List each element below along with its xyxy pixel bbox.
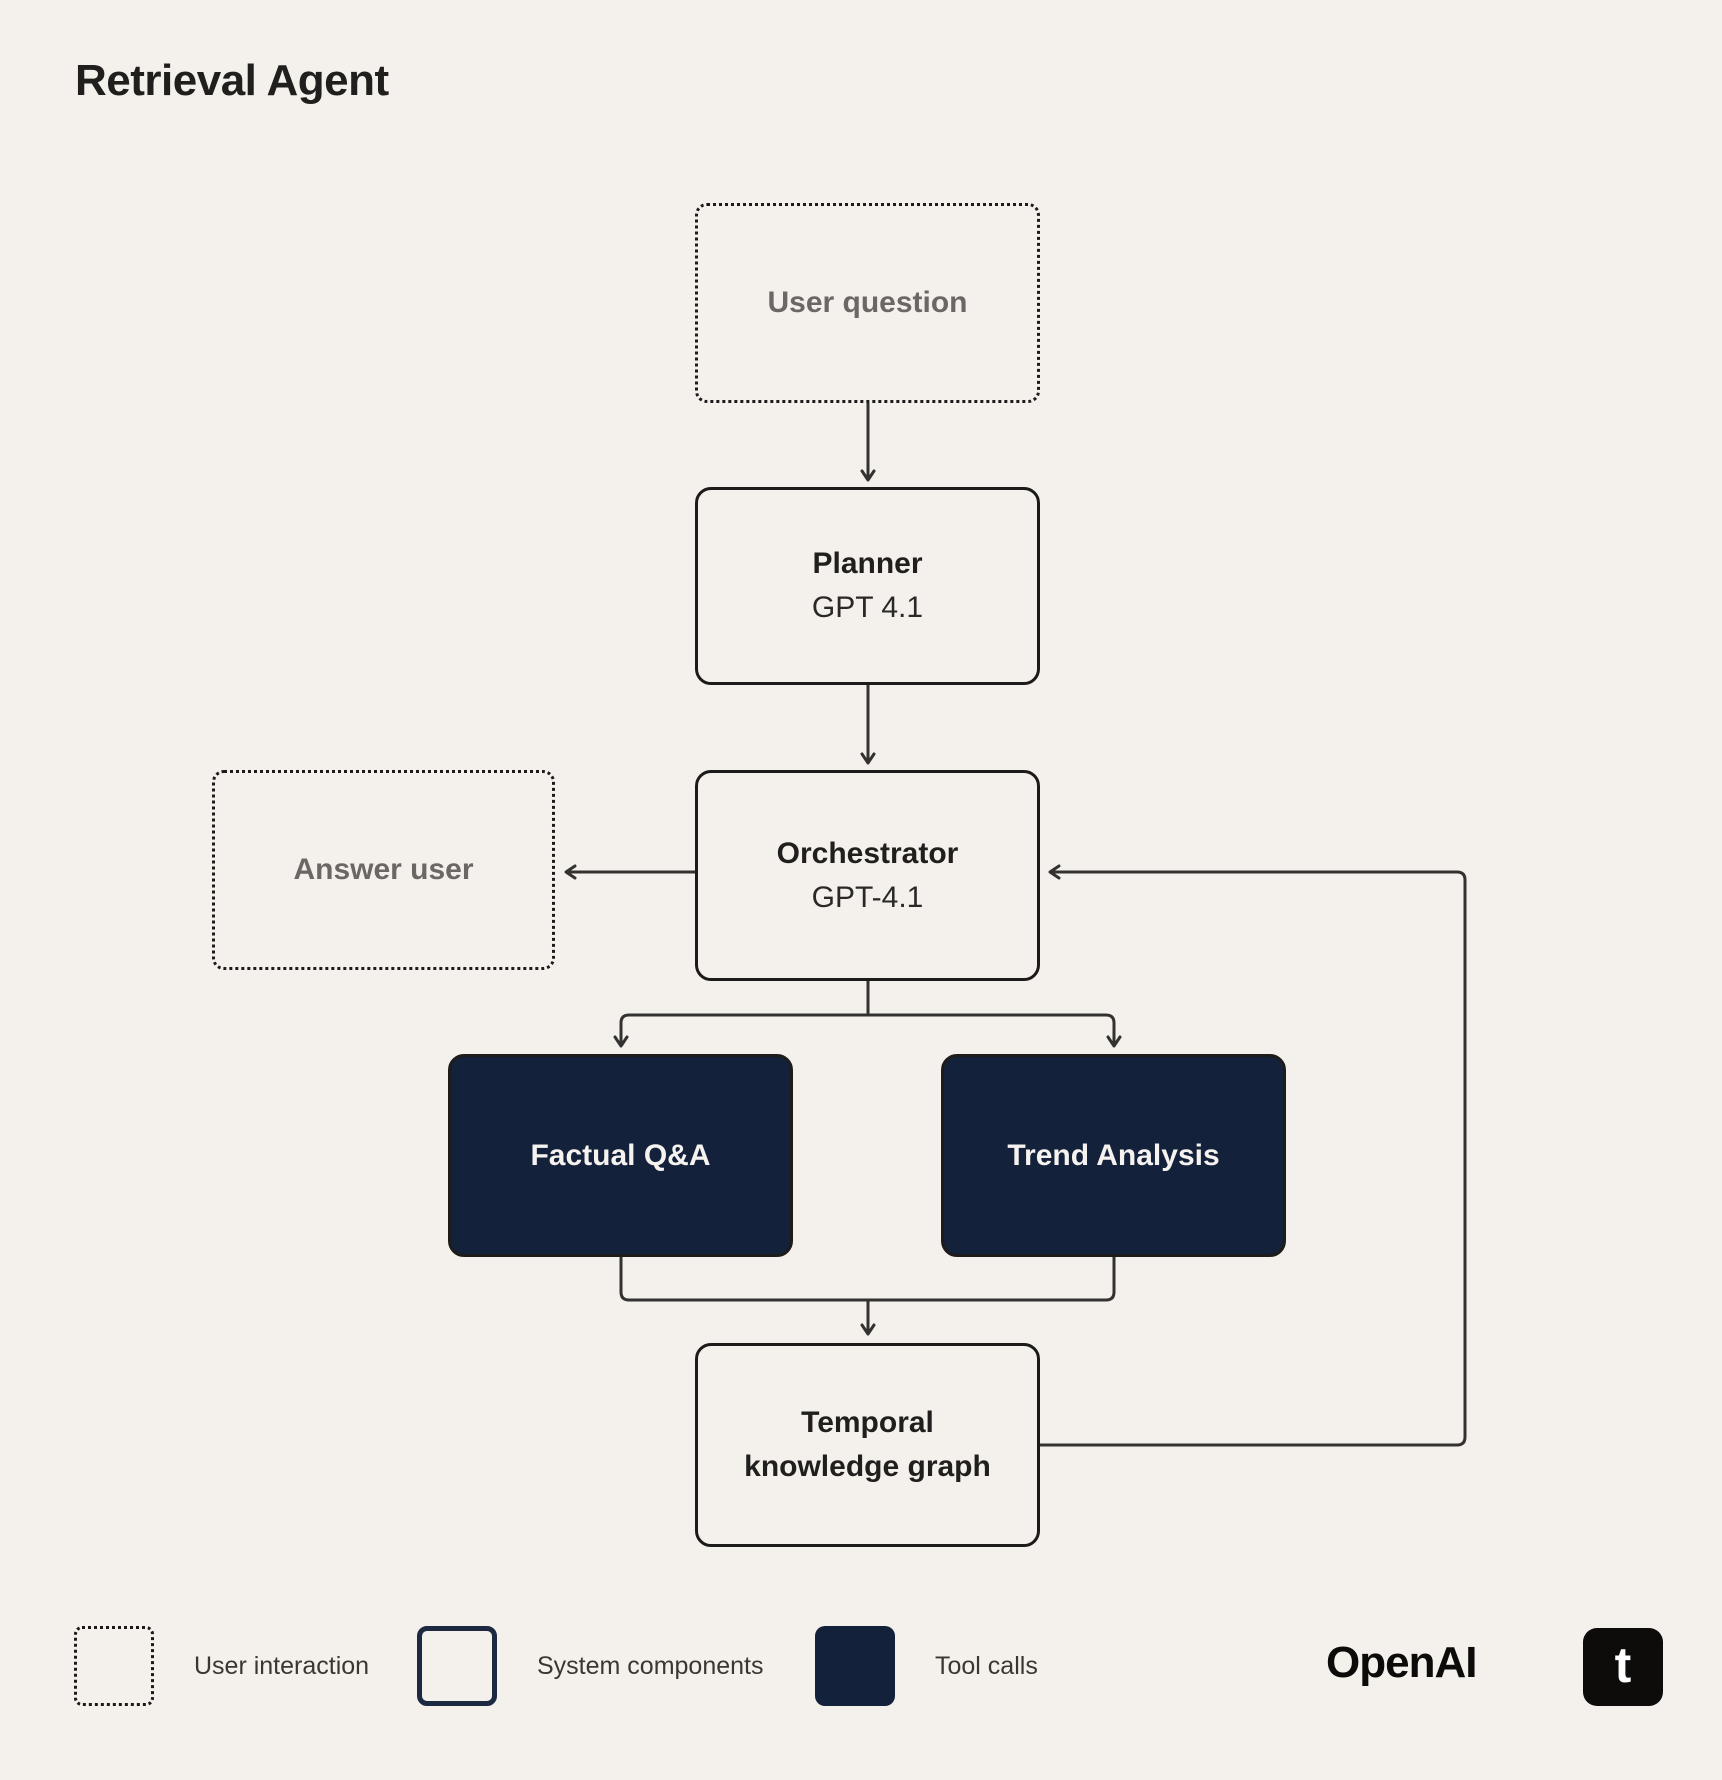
node-orchestrator: Orchestrator GPT-4.1 <box>695 770 1040 981</box>
node-user-question: User question <box>695 203 1040 403</box>
node-planner: Planner GPT 4.1 <box>695 487 1040 685</box>
node-temporal-knowledge-graph: Temporal knowledge graph <box>695 1343 1040 1547</box>
legend-item-tool-calls: Tool calls <box>815 1626 1038 1706</box>
legend-swatch-system-components <box>417 1626 497 1706</box>
node-orchestrator-label: Orchestrator <box>776 836 959 870</box>
arrow-temporal-kg-to-orchestrator <box>1040 864 1467 1447</box>
legend-swatch-user-interaction <box>74 1626 154 1706</box>
node-factual-qa: Factual Q&A <box>448 1054 793 1257</box>
node-trend-analysis: Trend Analysis <box>941 1054 1286 1257</box>
node-answer-user: Answer user <box>212 770 555 970</box>
node-trend-analysis-label: Trend Analysis <box>1007 1138 1220 1172</box>
node-factual-qa-label: Factual Q&A <box>530 1138 711 1172</box>
node-planner-sublabel: GPT 4.1 <box>811 591 924 624</box>
tines-logo-letter: t <box>1614 1637 1632 1693</box>
legend-label-system-components: System components <box>537 1651 764 1680</box>
node-orchestrator-sublabel: GPT-4.1 <box>811 880 924 914</box>
legend-item-system-components: System components <box>417 1626 764 1706</box>
node-user-question-label: User question <box>767 286 968 319</box>
arrow-split-to-trend-analysis <box>868 1013 1122 1048</box>
openai-logo: OpenAI <box>1326 1638 1477 1687</box>
legend-item-user-interaction: User interaction <box>74 1626 369 1706</box>
node-temporal-knowledge-graph-label: Temporal knowledge graph <box>744 1406 991 1483</box>
legend-label-user-interaction: User interaction <box>194 1651 370 1680</box>
legend-swatch-tool-calls <box>815 1626 895 1706</box>
arrow-split-to-factual-qa <box>613 1013 868 1048</box>
tines-logo: t <box>1583 1628 1663 1706</box>
legend-label-tool-calls: Tool calls <box>935 1651 1038 1680</box>
node-planner-label: Planner <box>812 547 923 580</box>
merge-from-tool-calls <box>619 1257 1116 1302</box>
page-title: Retrieval Agent <box>75 56 389 105</box>
node-answer-user-label: Answer user <box>293 853 474 886</box>
